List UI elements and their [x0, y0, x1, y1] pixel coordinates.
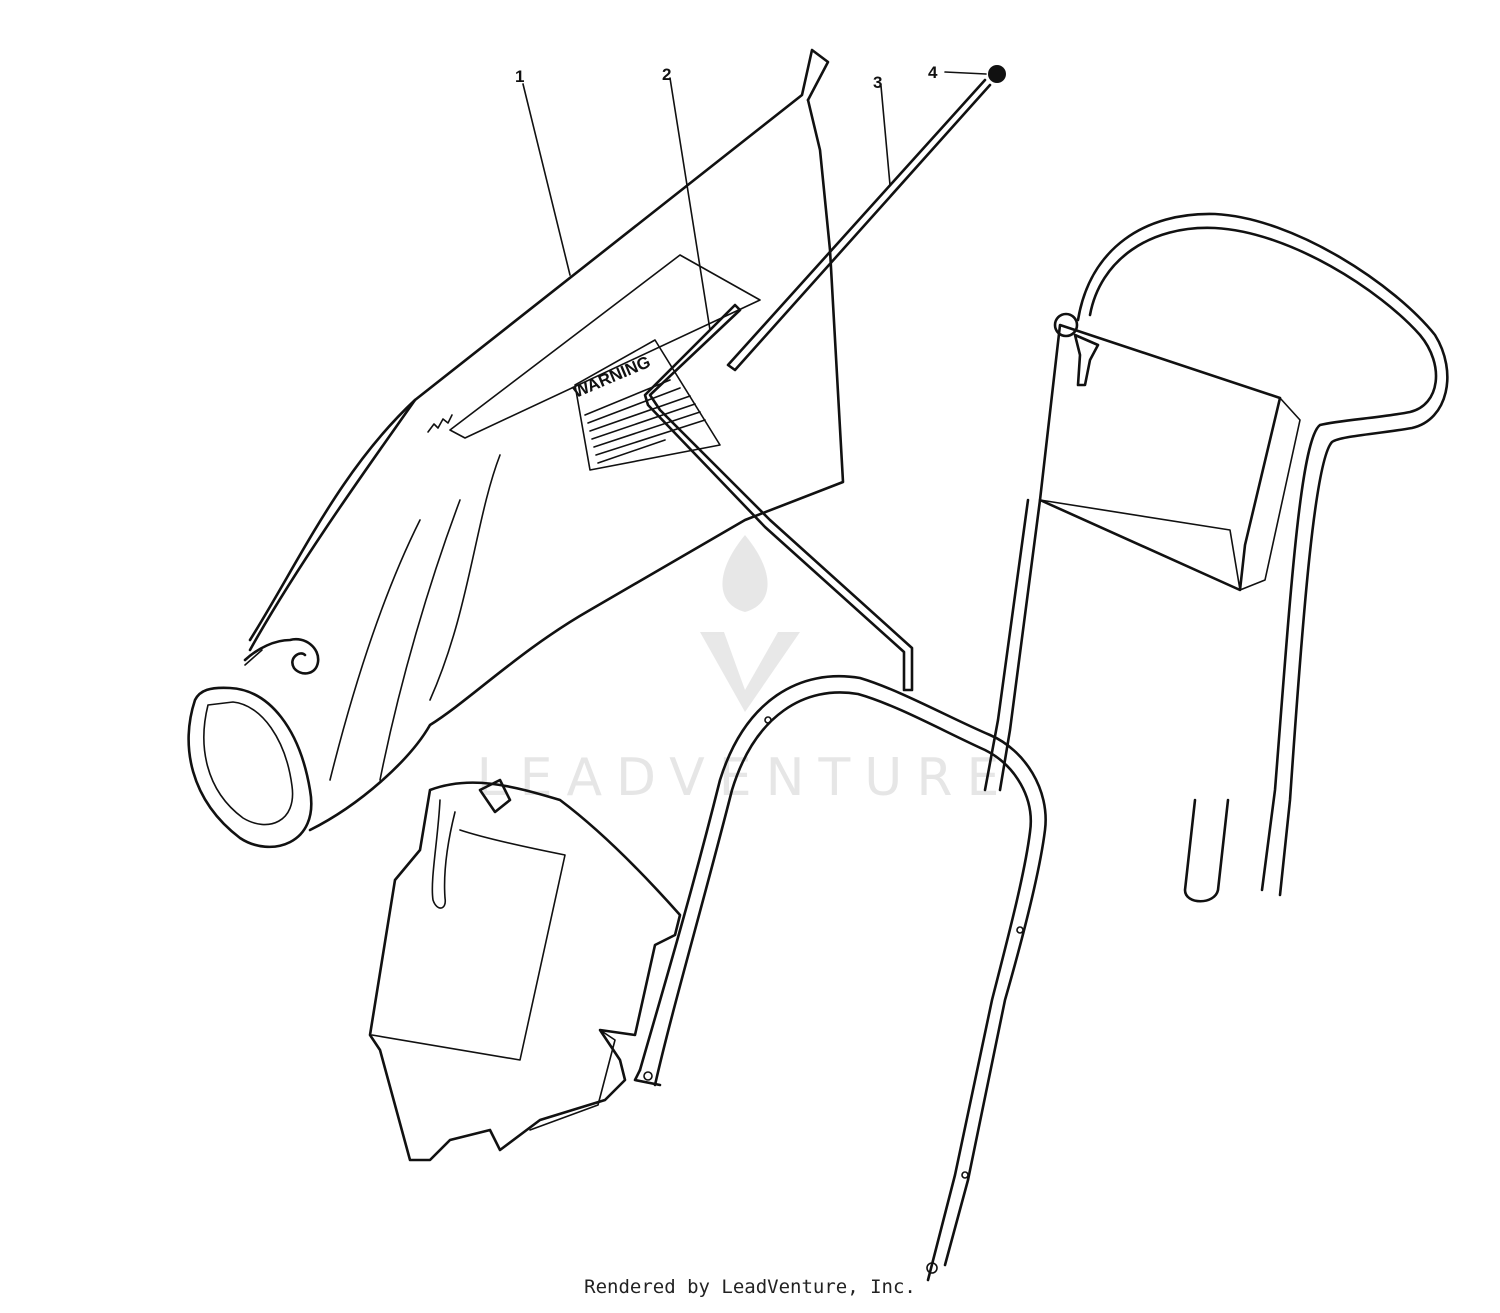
- upper-handle: [983, 212, 1449, 903]
- footer-credit: Rendered by LeadVenture, Inc.: [584, 1276, 916, 1298]
- callout-2: 2: [662, 65, 671, 84]
- watermark-text: LEADVENTURE: [477, 748, 1014, 808]
- leadventure-watermark: LEADVENTURE: [477, 535, 1014, 808]
- callout-4: 4: [928, 63, 938, 82]
- rod-end-cap: 4: [928, 63, 1006, 83]
- callout-1: 1: [515, 67, 524, 86]
- leader-line-3: [880, 85, 891, 186]
- leader-line-1: [522, 83, 571, 276]
- end-cap-icon: [988, 65, 1006, 83]
- leader-line-2: [669, 77, 711, 331]
- knob-icon: [1053, 312, 1079, 338]
- grass-bag: 1: [187, 48, 845, 848]
- rear-chute: [368, 778, 682, 1162]
- bag-frame-rod: 3: [643, 73, 992, 692]
- callout-3: 3: [873, 73, 882, 92]
- lower-handle: [633, 674, 1047, 1282]
- warning-decal-text: WARNING: [570, 352, 653, 402]
- leader-line-4: [944, 71, 987, 75]
- watermark-logo-icon: [700, 535, 800, 712]
- warning-decal: WARNING 2: [570, 65, 721, 471]
